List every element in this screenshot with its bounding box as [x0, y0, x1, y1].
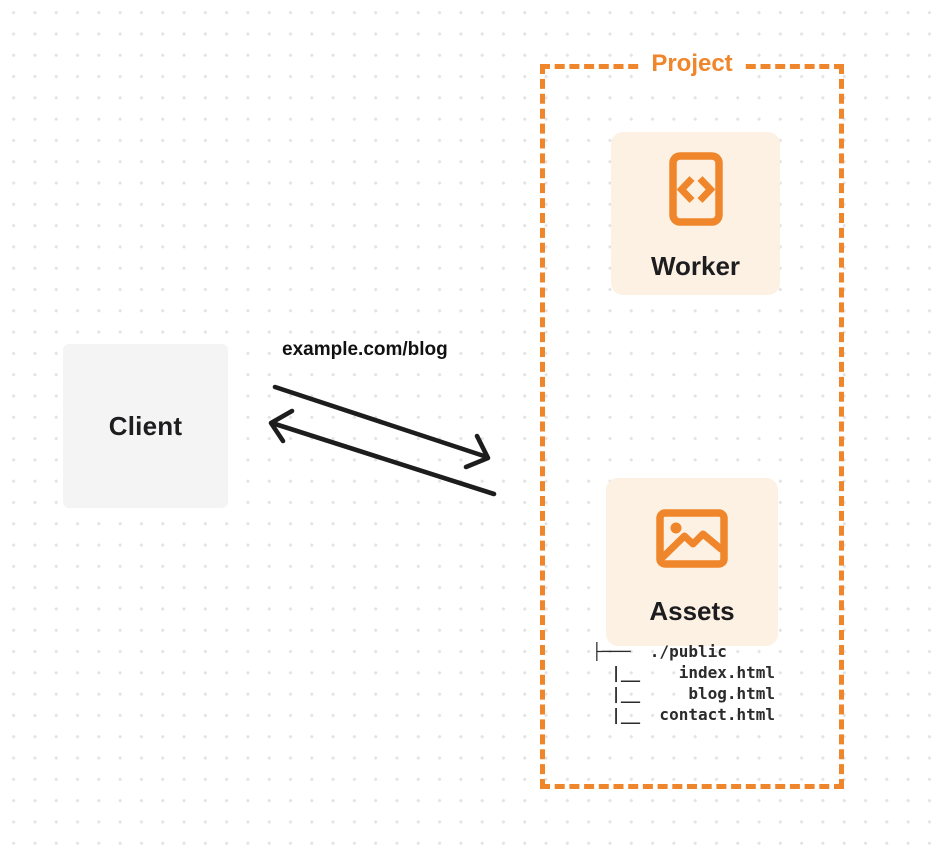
response-arrow-icon [268, 408, 497, 497]
client-box: Client [63, 344, 228, 508]
project-label: Project [642, 50, 742, 78]
assets-file-tree: ├─── ./public |__ index.html |__ blog.ht… [592, 642, 776, 724]
request-arrow-icon [272, 384, 491, 470]
image-icon [656, 509, 728, 568]
assets-card: Assets [606, 478, 778, 646]
request-url-label: example.com/blog [282, 339, 448, 360]
worker-card: Worker [611, 132, 780, 295]
project-boundary: Project Worker Assets ├─── ./public |__ … [540, 50, 844, 789]
code-document-icon [668, 152, 723, 226]
assets-label: Assets [649, 596, 735, 626]
client-label: Client [108, 410, 183, 441]
worker-label: Worker [650, 251, 741, 281]
